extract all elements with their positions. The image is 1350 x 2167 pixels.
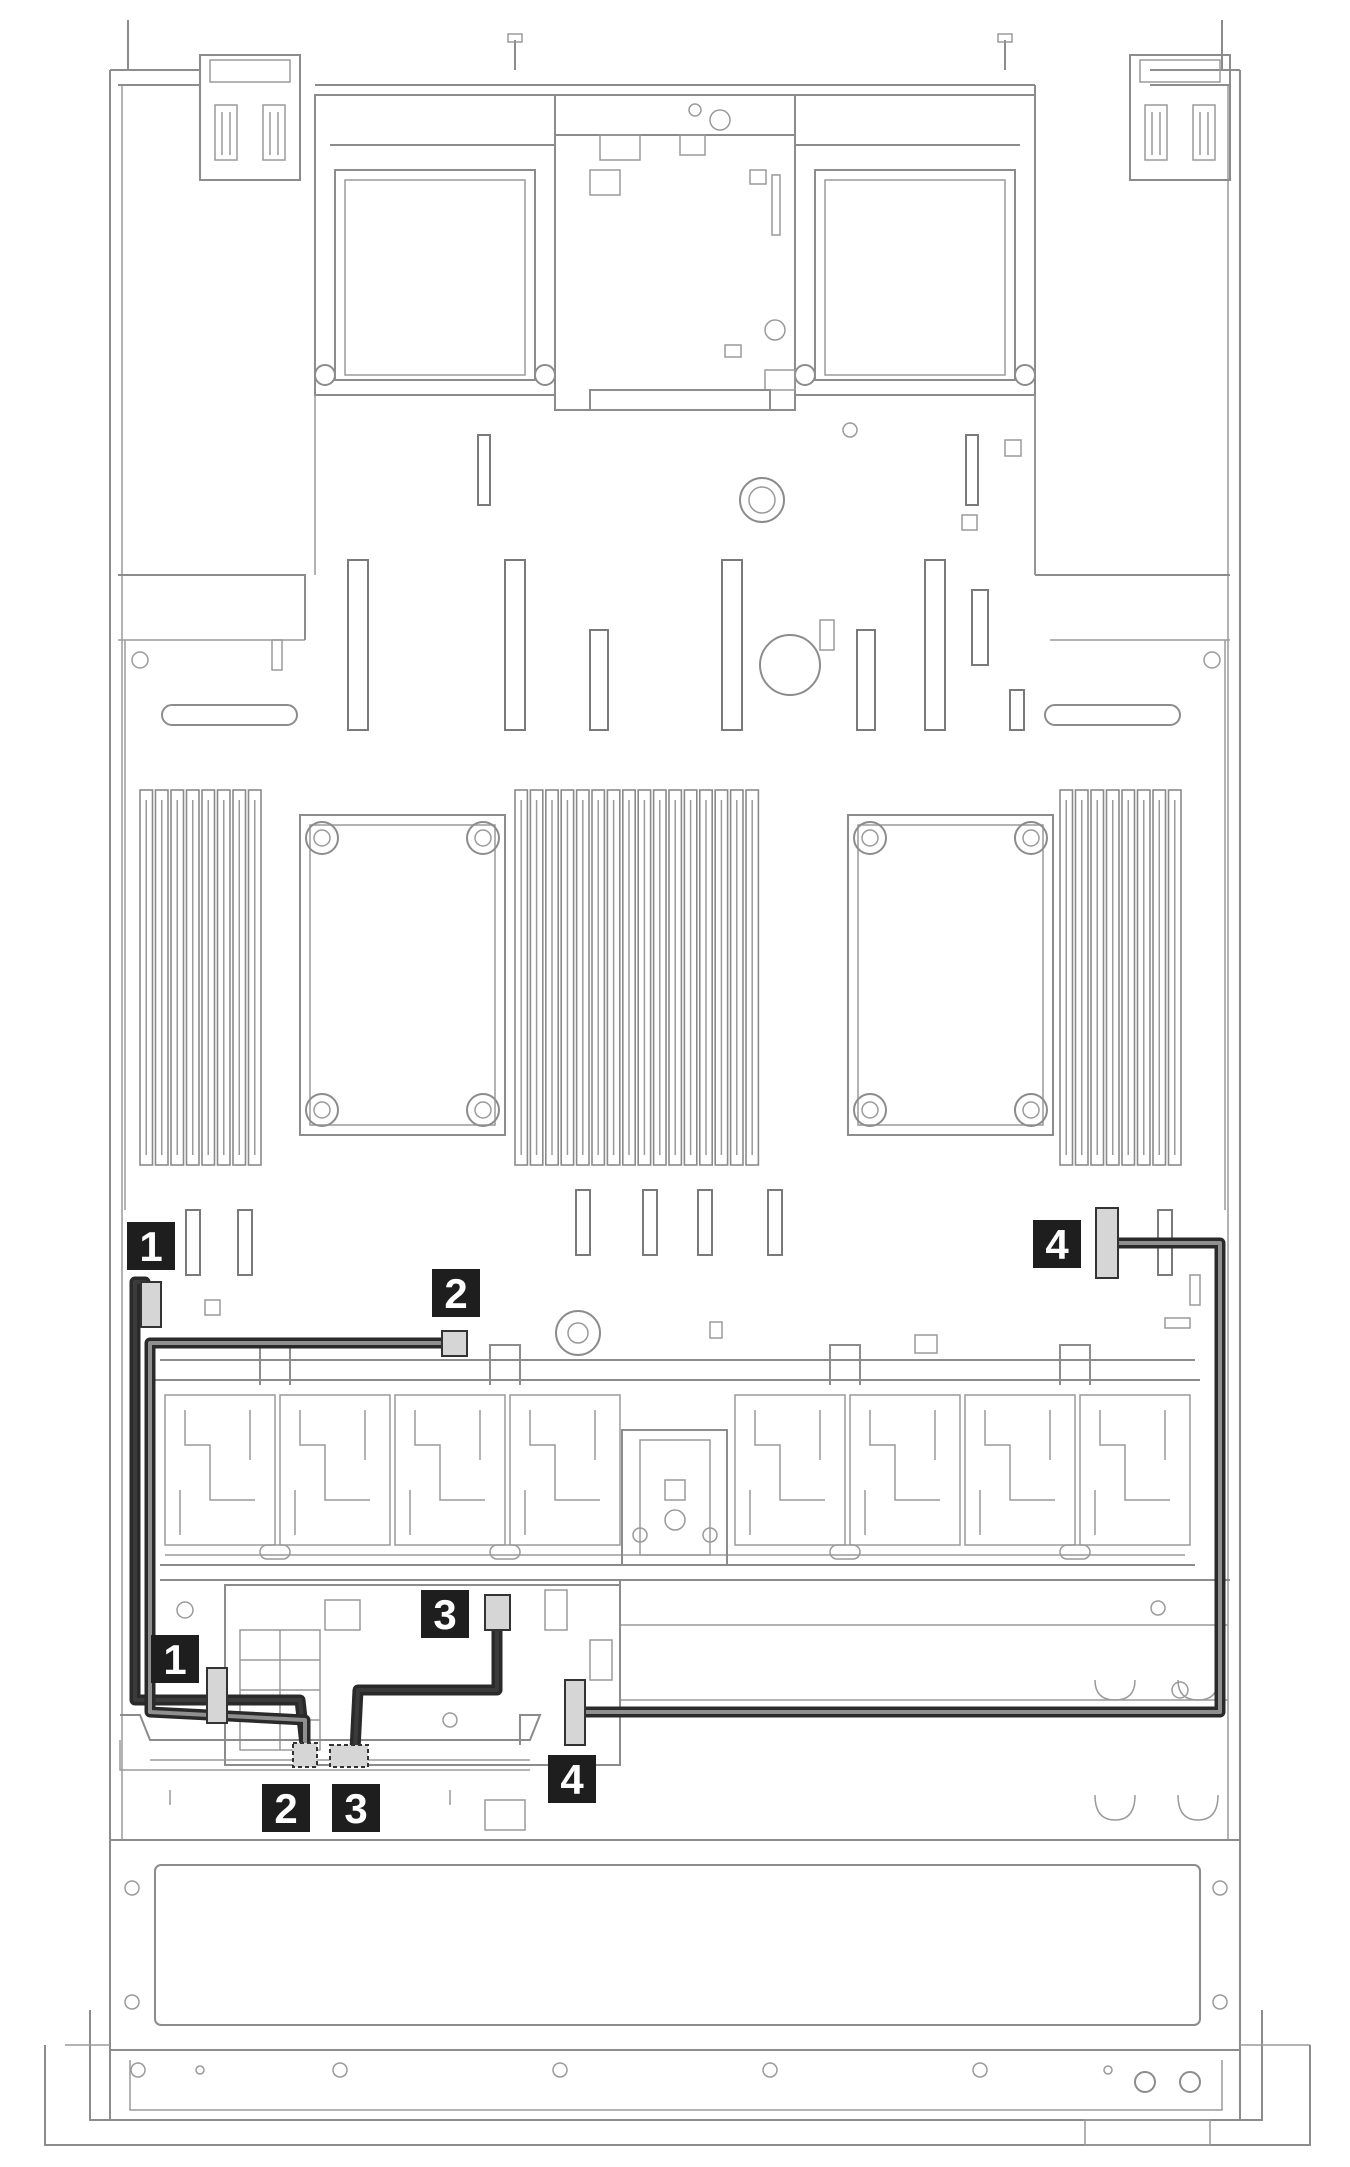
fan-cage <box>150 1344 1200 1566</box>
fan-4-tab <box>1059 1344 1091 1385</box>
fan-1-rotor-2 <box>279 1394 391 1546</box>
callout-4-top: 4 <box>1033 1220 1081 1268</box>
fan-1-blade-1 <box>179 1410 255 1535</box>
riser-cage-right <box>794 94 1036 396</box>
fan-3-handle <box>829 1544 861 1560</box>
fan-2-handle <box>489 1544 521 1560</box>
riser-cage-left <box>314 94 556 396</box>
callout-4-bottom-label: 4 <box>560 1756 584 1803</box>
front-connectors <box>185 1189 1201 1356</box>
fan-3-rotor-2 <box>849 1394 961 1546</box>
fan-3-tab <box>829 1344 861 1385</box>
cable-4 <box>574 1237 1226 1718</box>
psu-bay-left <box>118 84 306 641</box>
fan-4-rotor-2 <box>1079 1394 1191 1546</box>
callout-3-middle: 3 <box>421 1590 469 1638</box>
fan-4-blade-1 <box>979 1410 1055 1535</box>
fan-3-blade-2 <box>864 1410 940 1535</box>
fan-1-handle <box>259 1544 291 1560</box>
fan-2-blade-2 <box>524 1410 600 1535</box>
connector-2-board <box>441 1330 468 1357</box>
cable-3 <box>349 1619 503 1756</box>
chassis <box>44 20 1311 2146</box>
fan-2-rotor-2 <box>509 1394 621 1546</box>
fan-2-rotor-1 <box>394 1394 506 1546</box>
fan-4-rotor-1 <box>964 1394 1076 1546</box>
connector-2-backplane <box>292 1742 318 1768</box>
callout-3-bottom: 3 <box>332 1784 380 1832</box>
callout-2-top: 2 <box>432 1269 480 1317</box>
connector-3-backplane-low <box>329 1744 369 1768</box>
psu-bay-right <box>1034 84 1230 641</box>
callout-1-top: 1 <box>127 1222 175 1270</box>
backplane-area <box>119 1579 1230 1831</box>
callouts: 1 2 4 3 1 4 2 3 <box>127 1220 1081 1832</box>
dimm-slots <box>139 789 1182 1166</box>
callout-2-top-label: 2 <box>444 1270 467 1317</box>
fan-1-rotor-1 <box>164 1394 276 1546</box>
system-board-edge <box>124 640 1226 1210</box>
callout-4-bottom: 4 <box>548 1755 596 1803</box>
callout-3-middle-label: 3 <box>433 1591 456 1638</box>
connector-4-backplane <box>564 1679 586 1746</box>
connector-1-backplane <box>206 1667 228 1724</box>
connector-3-backplane <box>484 1594 511 1631</box>
cable-connectors <box>140 1207 1119 1768</box>
callout-2-bottom-label: 2 <box>274 1785 297 1832</box>
fan-2-tab <box>489 1344 521 1385</box>
callout-4-top-label: 4 <box>1045 1221 1069 1268</box>
fan-2-blade-1 <box>409 1410 485 1535</box>
fan-4-blade-2 <box>1094 1410 1170 1535</box>
fan-4-handle <box>1059 1544 1091 1560</box>
connector-4-board <box>1095 1207 1119 1279</box>
callout-1-top-label: 1 <box>139 1223 162 1270</box>
pcie-slots <box>271 559 1025 731</box>
processor-2 <box>847 814 1054 1136</box>
rear-handle-right <box>1129 54 1231 181</box>
motherboard-rear <box>314 395 1036 575</box>
fan-1-blade-2 <box>294 1410 370 1535</box>
fan-3-rotor-1 <box>734 1394 846 1546</box>
callout-2-bottom: 2 <box>262 1784 310 1832</box>
rear-handle-left <box>199 54 301 181</box>
connector-1-board <box>140 1281 162 1328</box>
callout-1-bottom: 1 <box>151 1635 199 1683</box>
cable-2 <box>144 1337 461 1751</box>
callout-3-bottom-label: 3 <box>344 1785 367 1832</box>
fan-3-blade-1 <box>749 1410 825 1535</box>
system-fans <box>164 1344 1191 1560</box>
rear-io-module <box>315 84 1035 411</box>
processor-1 <box>299 814 506 1136</box>
callout-1-bottom-label: 1 <box>163 1636 186 1683</box>
front-drive-cage <box>124 1864 1228 2146</box>
